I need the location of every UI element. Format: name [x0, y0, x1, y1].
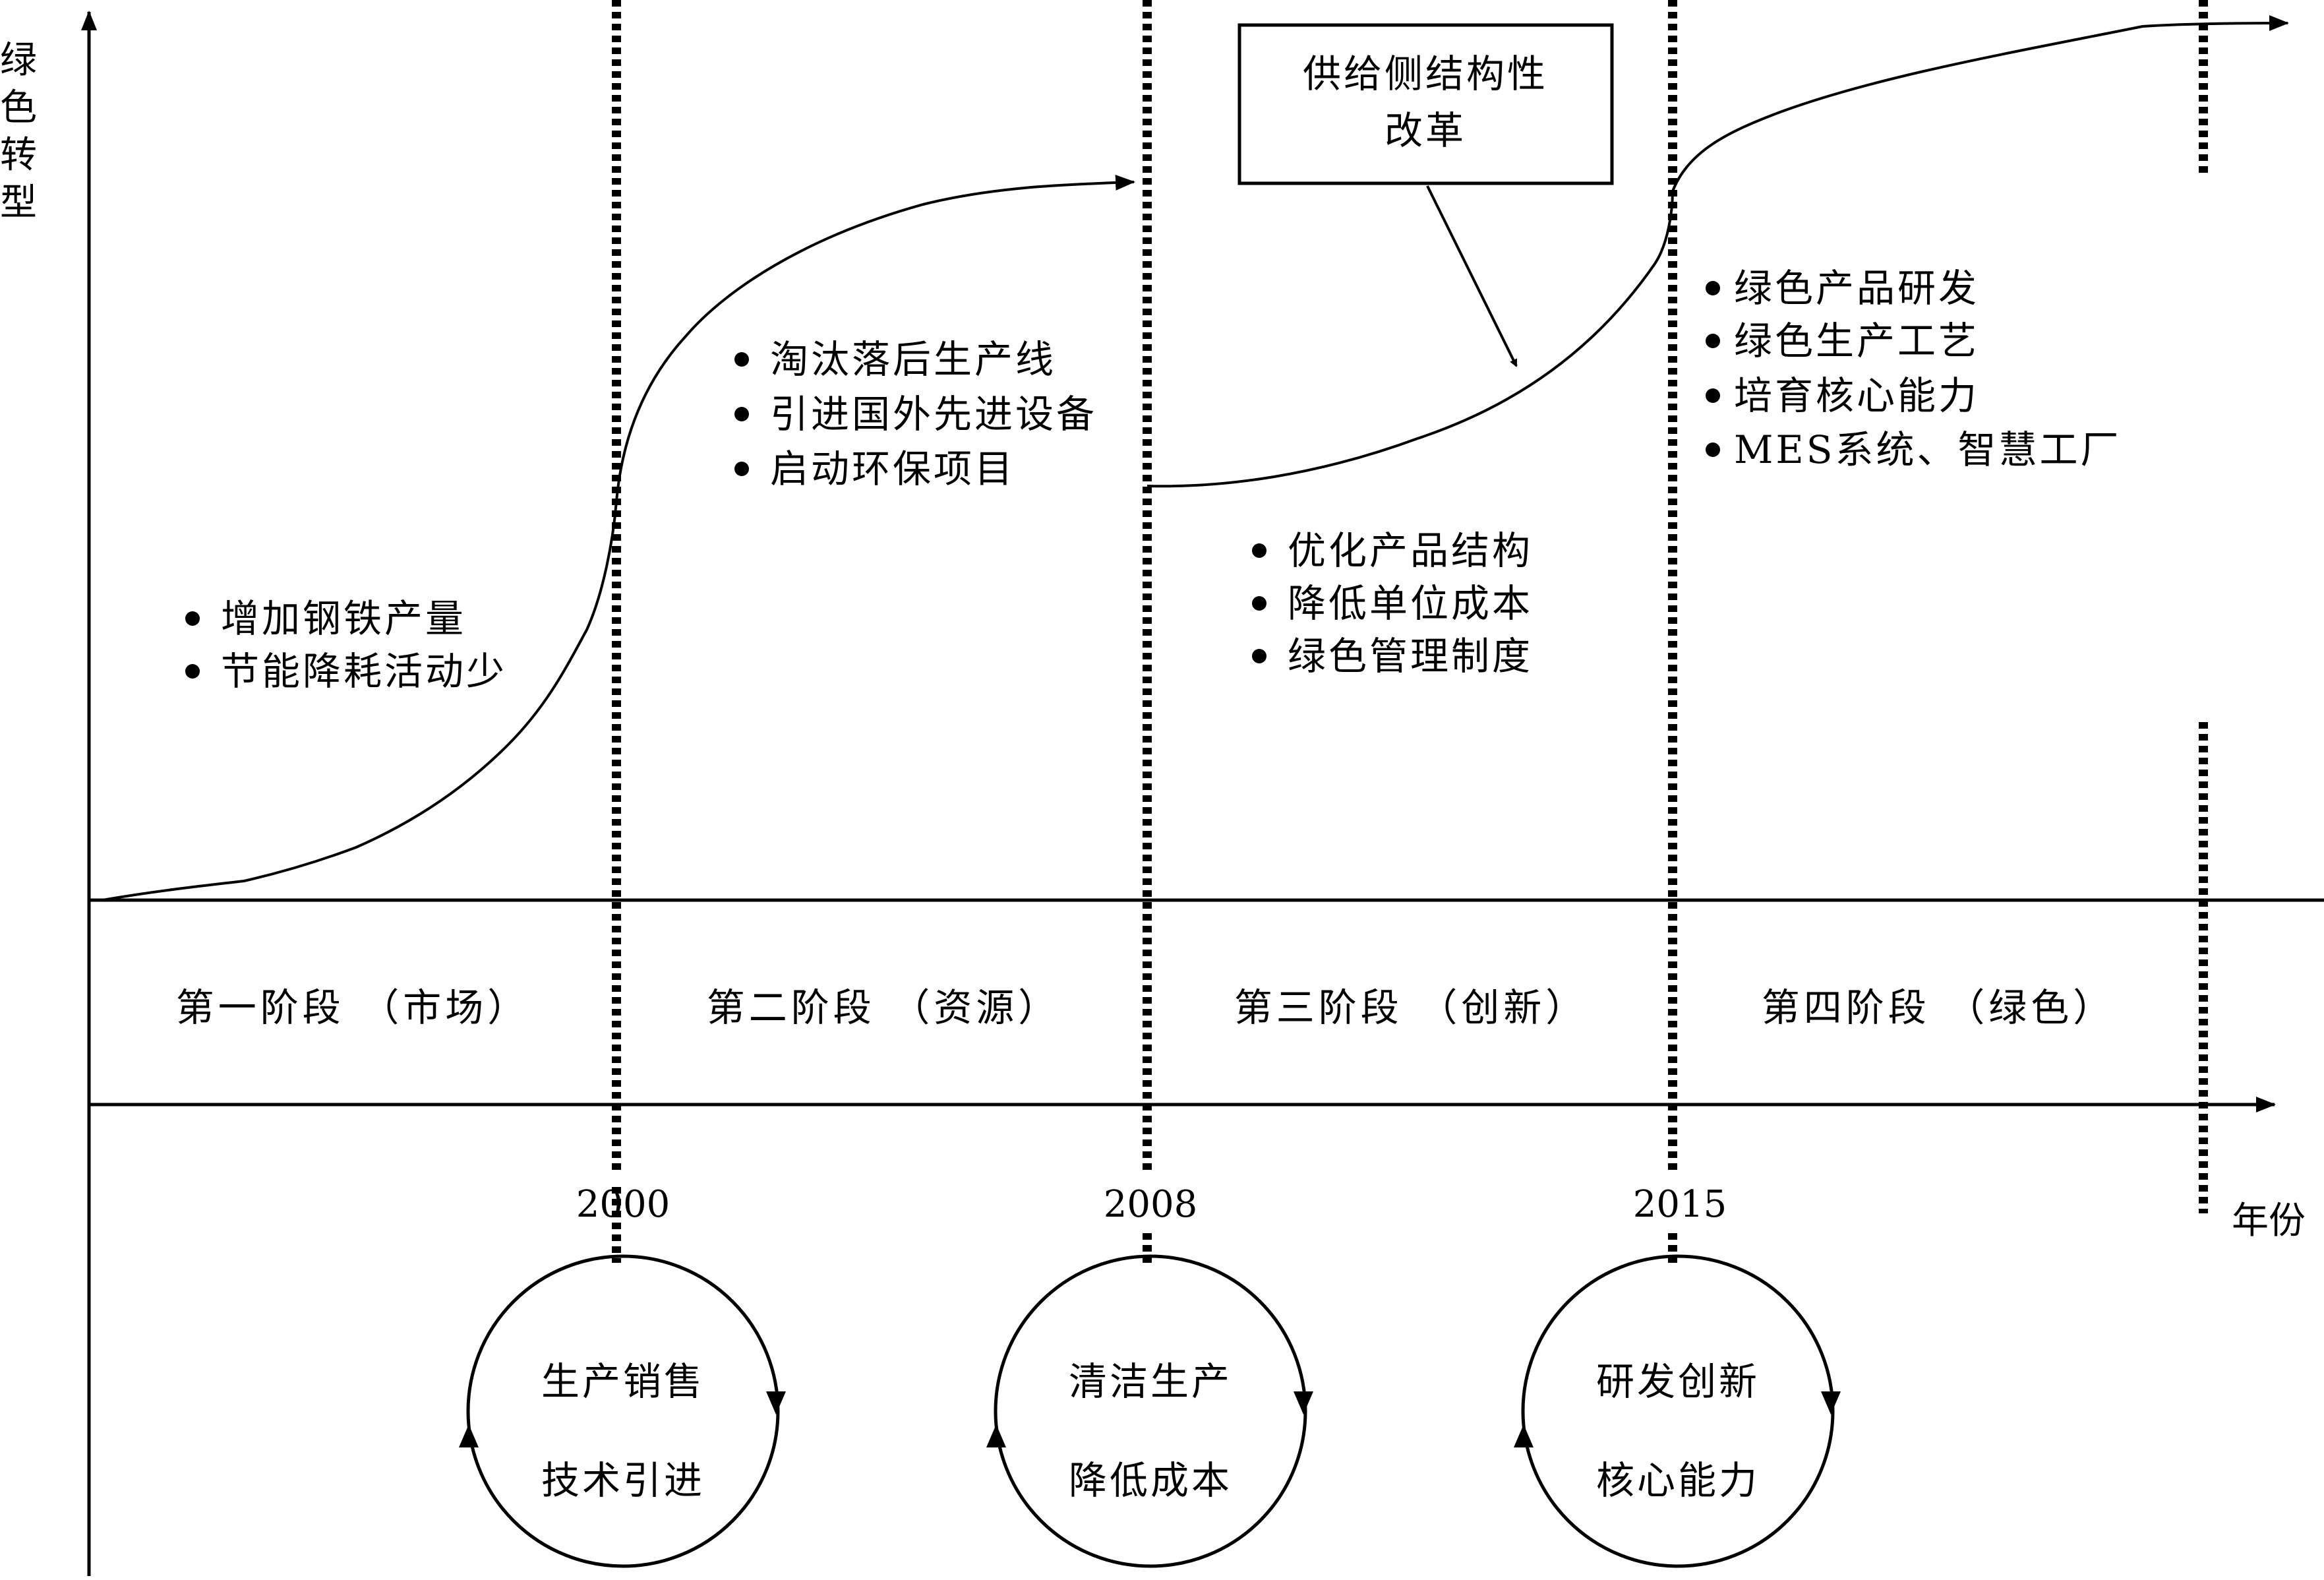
cycle-text-2: 技术引进	[541, 1458, 705, 1503]
y-axis-label: 绿 色 转 型	[0, 39, 37, 224]
bullet-text: MES系统、智慧工厂	[1734, 427, 2121, 472]
bullet-text: 淘汰落后生产线	[770, 337, 1056, 382]
cycle-1: 生产销售 技术引进	[459, 1254, 786, 1568]
bullet-text: 绿色产品研发	[1734, 266, 1979, 311]
transformation-curve-stage3	[1147, 15, 2289, 488]
cycle-3: 研发创新 核心能力	[1514, 1254, 1841, 1568]
stage-dividers	[612, 0, 2208, 1263]
bullet-dot	[1706, 281, 1720, 295]
callout-line-1: 供给侧结构性	[1303, 51, 1548, 96]
bullet-dot	[185, 664, 200, 679]
transformation-curve	[102, 174, 1135, 901]
bullet-dot	[1706, 442, 1720, 457]
bullet-text: 优化产品结构	[1288, 528, 1533, 573]
x-axis-label: 年份	[2232, 1200, 2306, 1242]
cycle-circle	[466, 1254, 780, 1568]
supply-side-reform-callout: 供给侧结构性 改革	[1237, 23, 1614, 367]
year-2008: 2008	[1104, 1183, 1198, 1226]
bullet-text: 增加钢铁产量	[221, 596, 466, 641]
bullet-text: 培育核心能力	[1734, 373, 1979, 418]
year-2000: 2000	[576, 1183, 670, 1226]
stage-label-2: 第二阶段 （资源）	[707, 985, 1060, 1030]
bullet-dot	[734, 352, 749, 367]
cycle-text-2: 降低成本	[1069, 1458, 1232, 1503]
callout-line-2: 改革	[1385, 108, 1466, 153]
year-labels: 2000 2008 2015	[576, 1183, 1727, 1226]
stage-labels: 第一阶段 （市场） 第二阶段 （资源） 第三阶段 （创新） 第四阶段 （绿色）	[176, 985, 2115, 1030]
cycle-text-1: 生产销售	[541, 1359, 705, 1404]
bullet-dot	[1706, 388, 1720, 403]
cycle-arrow-right	[766, 1391, 786, 1414]
stage-label-3: 第三阶段 （创新）	[1234, 985, 1588, 1030]
cycle-arrow-left	[1514, 1424, 1534, 1447]
cycle-text-1: 清洁生产	[1069, 1359, 1232, 1404]
callout-arrow	[1426, 185, 1518, 367]
y-axis-label-char: 绿	[0, 39, 37, 82]
bullet-dot	[734, 407, 749, 421]
bullet-text: 绿色管理制度	[1288, 634, 1533, 679]
bullet-dot	[1252, 649, 1266, 663]
bullet-text: 引进国外先进设备	[770, 392, 1097, 437]
bullet-text: 绿色生产工艺	[1734, 319, 1979, 363]
cycle-arrow-left	[986, 1424, 1006, 1447]
bullet-dot	[1252, 596, 1266, 611]
cycle-arrow-right	[1294, 1391, 1313, 1414]
cycle-circle	[1521, 1254, 1835, 1568]
stage4-bullets: 绿色产品研发 绿色生产工艺 培育核心能力 MES系统、智慧工厂	[1706, 266, 2121, 472]
stage1-bullets: 增加钢铁产量 节能降耗活动少	[185, 596, 507, 694]
bullet-text: 启动环保项目	[770, 446, 1015, 491]
y-axis-label-char: 色	[0, 86, 37, 129]
cycle-text-2: 核心能力	[1596, 1458, 1760, 1503]
year-2015: 2015	[1633, 1183, 1727, 1226]
cycle-circle	[994, 1254, 1307, 1568]
callout-box	[1237, 23, 1614, 185]
cycle-arrow-left	[459, 1424, 479, 1447]
y-axis-label-char: 转	[0, 134, 37, 177]
stage-label-4: 第四阶段 （绿色）	[1762, 985, 2115, 1030]
cycle-2: 清洁生产 降低成本	[986, 1254, 1313, 1568]
bullet-dot	[1706, 334, 1720, 348]
bullet-text: 节能降耗活动少	[221, 649, 507, 694]
bullet-dot	[1252, 543, 1266, 558]
cycle-text-1: 研发创新	[1596, 1359, 1760, 1404]
stage-label-1: 第一阶段 （市场）	[176, 985, 529, 1030]
cycle-arrow-right	[1821, 1391, 1841, 1414]
stage2-bullets: 淘汰落后生产线 引进国外先进设备 启动环保项目	[734, 337, 1097, 491]
bullet-dot	[185, 611, 200, 626]
y-axis-label-char: 型	[0, 181, 37, 224]
stage3-bullets: 优化产品结构 降低单位成本 绿色管理制度	[1252, 528, 1533, 679]
bullet-text: 降低单位成本	[1288, 581, 1533, 626]
bullet-dot	[734, 462, 749, 476]
